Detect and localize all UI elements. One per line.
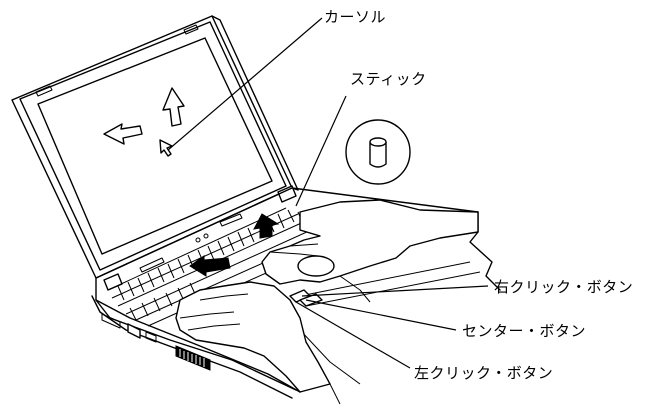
left-arrow-icon [103,123,143,145]
up-arrow-icon [162,87,185,127]
right-click-pointer-line [301,285,489,297]
cursor-label: カーソル [324,8,387,26]
leader-lines [167,17,489,369]
center-button-label: センター・ボタン [462,322,587,340]
right-click-button-label: 右クリック・ボタン [494,278,634,296]
laptop-lid [11,15,299,291]
stick-label: スティック [350,70,427,88]
vent-grille [175,345,211,371]
cursor-pointer-line [167,17,323,151]
left-click-pointer-line [295,301,411,369]
hands [175,199,479,405]
center-pointer-line [305,299,457,331]
trackpoint-detail [345,119,411,185]
screen-arrows [103,87,185,157]
stick-up-arrow-icon [253,213,280,239]
mouse-cursor-icon [159,139,173,157]
stick-pointer-line [295,95,347,207]
stick-left-arrow-icon [189,255,231,277]
left-click-button-label: 左クリック・ボタン [414,364,554,382]
